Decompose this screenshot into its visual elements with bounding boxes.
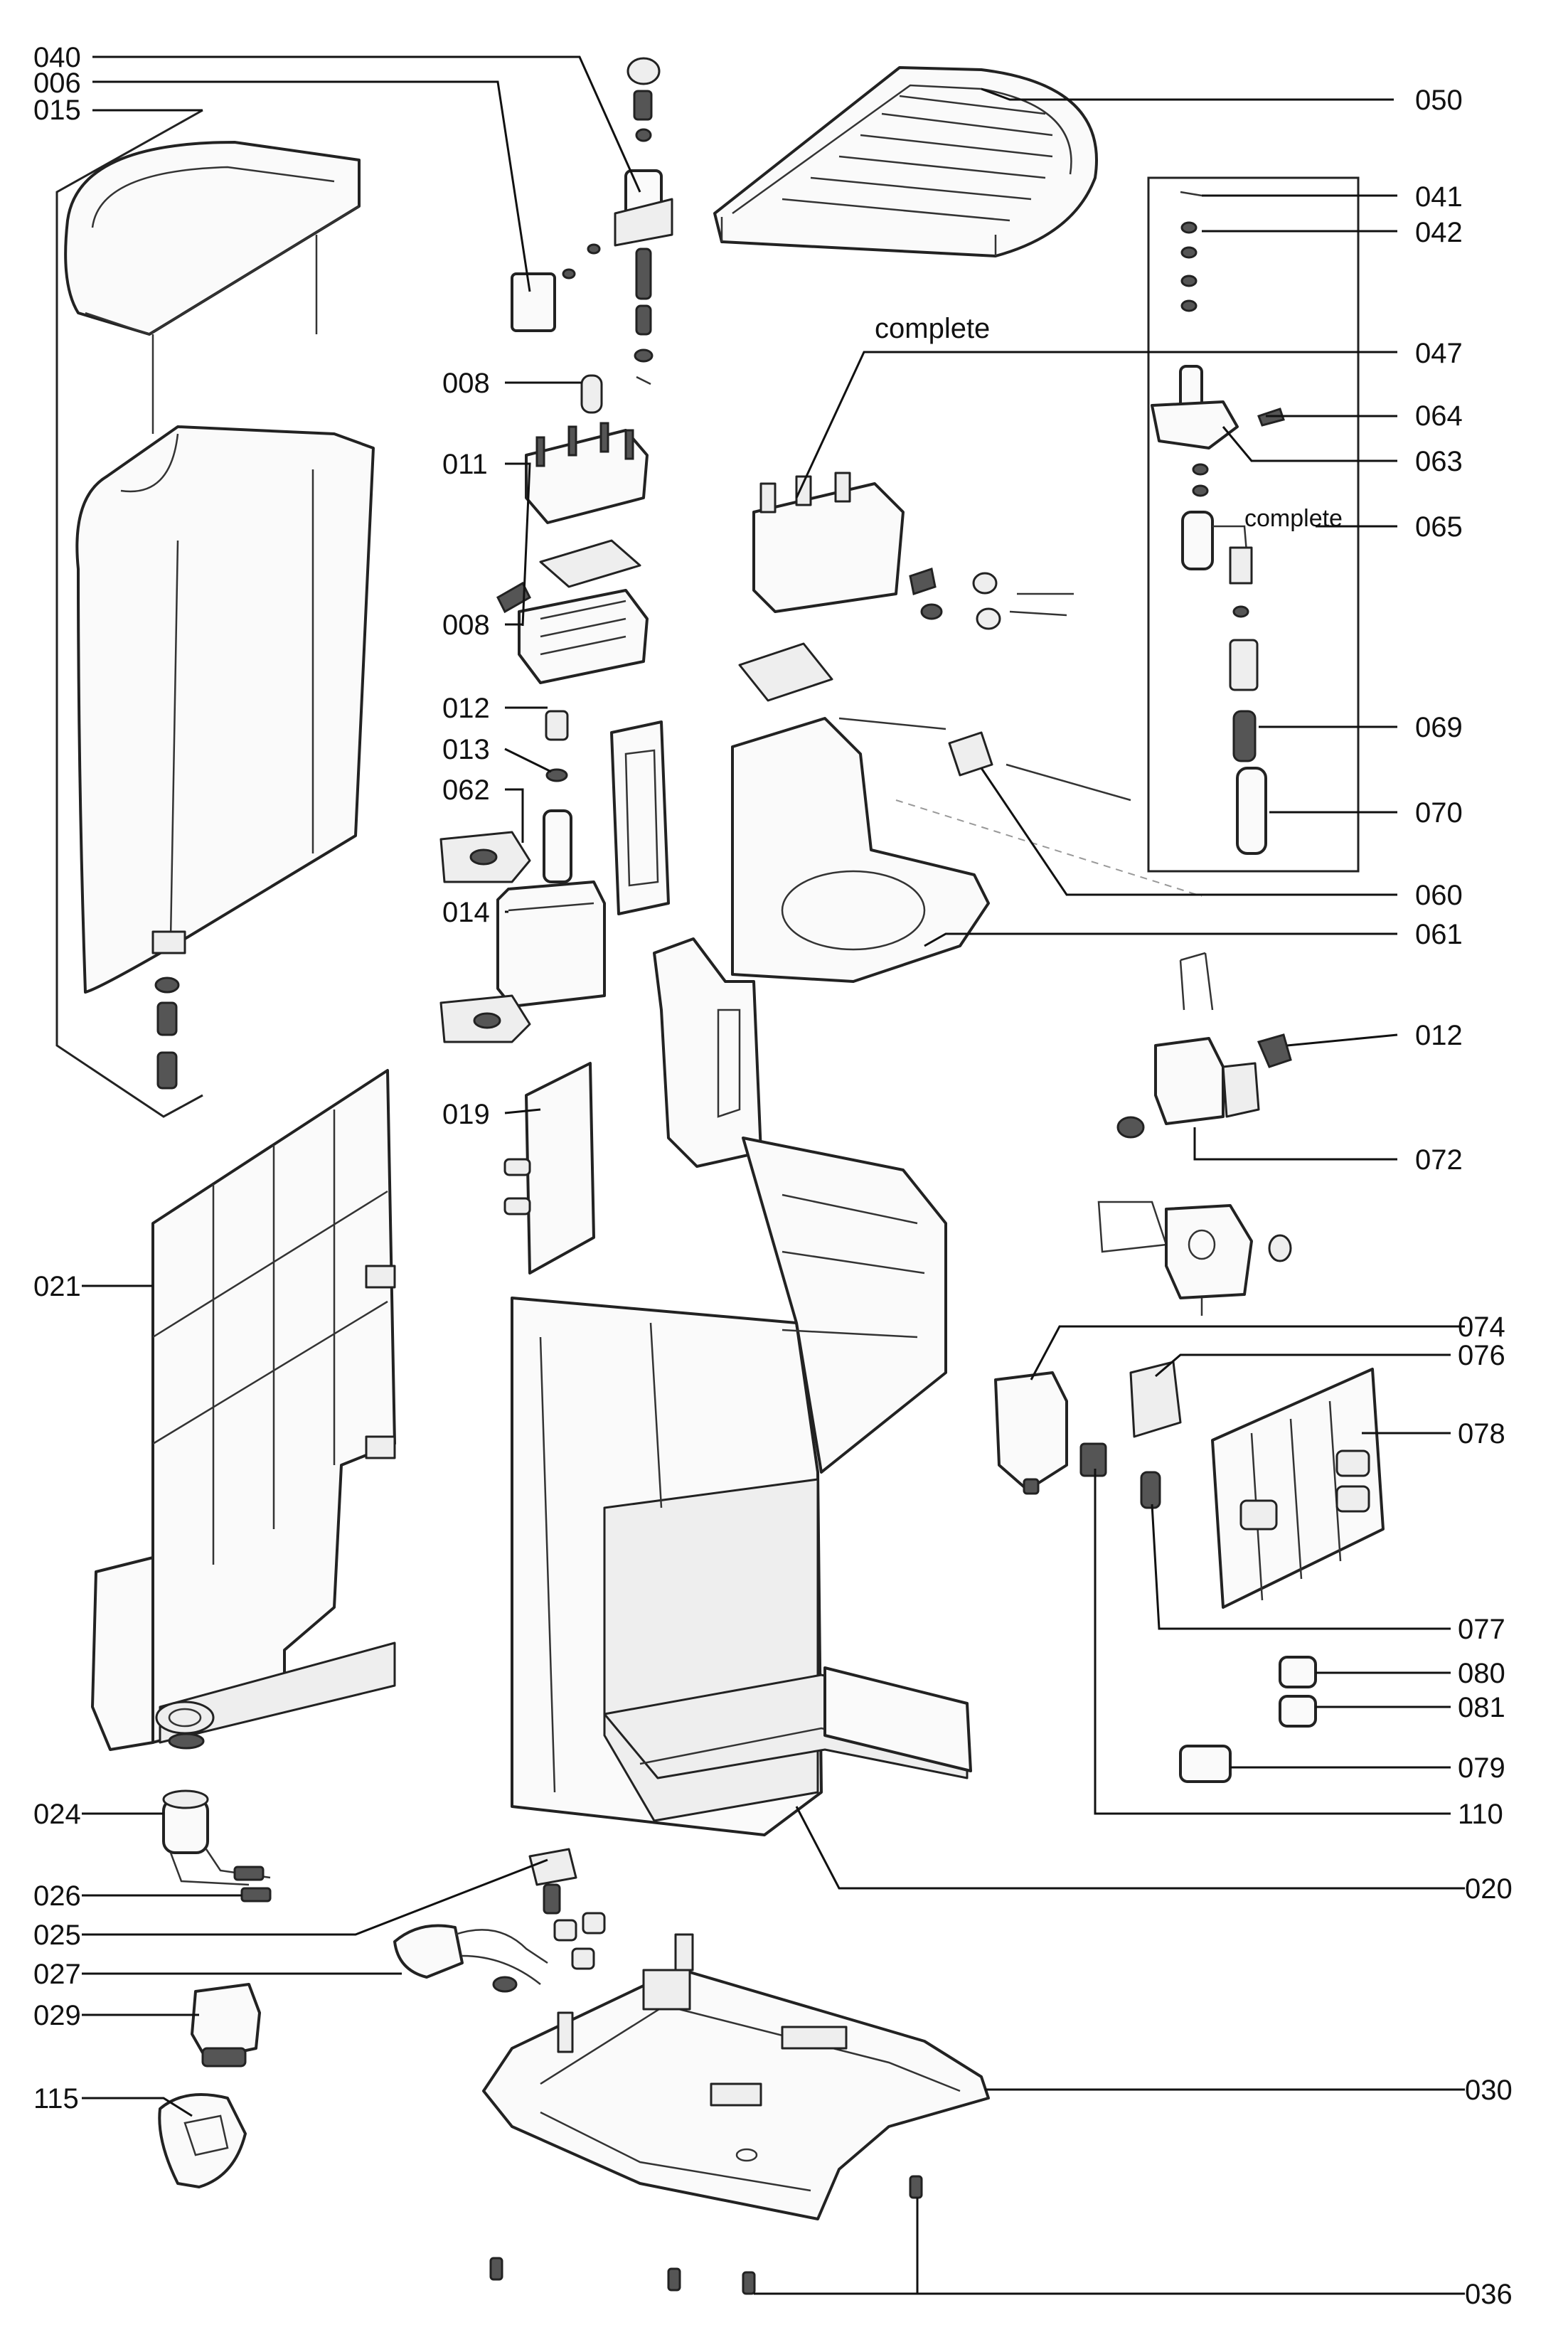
screws-036 <box>489 2175 923 2295</box>
heater-block-011 <box>496 374 649 684</box>
label-063: 063 <box>1415 446 1463 477</box>
label-015: 015 <box>33 95 81 126</box>
label-041: 041 <box>1415 181 1463 213</box>
label-030: 030 <box>1465 2075 1513 2106</box>
label-021: 021 <box>33 1271 81 1302</box>
drip-tray-grid-050 <box>713 66 1098 257</box>
label-077: 077 <box>1458 1614 1505 1645</box>
label-025: 025 <box>33 1920 81 1951</box>
label-061: 061 <box>1415 919 1463 950</box>
leader-lines <box>82 55 1465 2295</box>
label-047: 047 <box>1415 338 1463 369</box>
label-072: 072 <box>1415 1144 1463 1176</box>
main-frame-020 <box>511 1137 972 1836</box>
label-074: 074 <box>1458 1311 1505 1343</box>
label-013: 013 <box>442 734 490 765</box>
label-020: 020 <box>1465 1873 1513 1905</box>
label-040: 040 <box>33 42 81 73</box>
label-115: 115 <box>33 2083 79 2114</box>
label-012-valve: 012 <box>1415 1020 1463 1051</box>
top-valve-stack-040 <box>511 57 673 385</box>
brew-unit-complete <box>738 472 1074 702</box>
label-064: 064 <box>1415 400 1463 432</box>
water-tank-015 <box>55 109 375 1118</box>
lower-left-parts <box>158 1848 606 2188</box>
label-008-top: 008 <box>442 368 490 399</box>
label-036: 036 <box>1465 2279 1513 2310</box>
base-plate-030 <box>482 1933 990 2220</box>
label-011: 011 <box>442 449 488 480</box>
label-110: 110 <box>1458 1799 1503 1830</box>
label-027: 027 <box>33 1959 81 1990</box>
label-012-pump: 012 <box>442 693 490 724</box>
pcb-board-019 <box>503 1062 595 1275</box>
label-029: 029 <box>33 2000 81 2031</box>
label-014: 014 <box>442 897 490 928</box>
brew-chamber-housing-061 <box>653 717 1202 1168</box>
back-panel-021 <box>91 1069 396 1751</box>
label-065: 065 <box>1415 511 1463 543</box>
label-070: 070 <box>1415 797 1463 829</box>
solenoid-valve-072 <box>1097 952 1292 1316</box>
pump-014 <box>439 710 670 1043</box>
label-081: 081 <box>1458 1692 1505 1723</box>
label-060: 060 <box>1415 880 1463 911</box>
label-050: 050 <box>1415 85 1463 116</box>
label-069: 069 <box>1415 712 1463 743</box>
small-switches <box>1179 1656 1317 1783</box>
label-019: 019 <box>442 1099 490 1130</box>
label-062: 062 <box>442 775 490 806</box>
label-042: 042 <box>1415 217 1463 248</box>
switch-panel-parts <box>994 1361 1385 1609</box>
label-complete-brew-unit: complete <box>875 313 990 344</box>
label-079: 079 <box>1458 1752 1505 1784</box>
label-026: 026 <box>33 1880 81 1912</box>
label-006: 006 <box>33 68 81 99</box>
label-076: 076 <box>1458 1340 1505 1371</box>
valve-assembly-box <box>1147 176 1360 873</box>
part-labels: 040 006 015 050 041 042 complete 047 064… <box>33 42 1513 2310</box>
label-complete-valve: complete <box>1244 505 1343 532</box>
label-080: 080 <box>1458 1658 1505 1689</box>
label-008-bottom: 008 <box>442 610 490 641</box>
label-078: 078 <box>1458 1418 1505 1449</box>
label-024: 024 <box>33 1799 81 1830</box>
flowmeter-024 <box>155 1701 272 1903</box>
